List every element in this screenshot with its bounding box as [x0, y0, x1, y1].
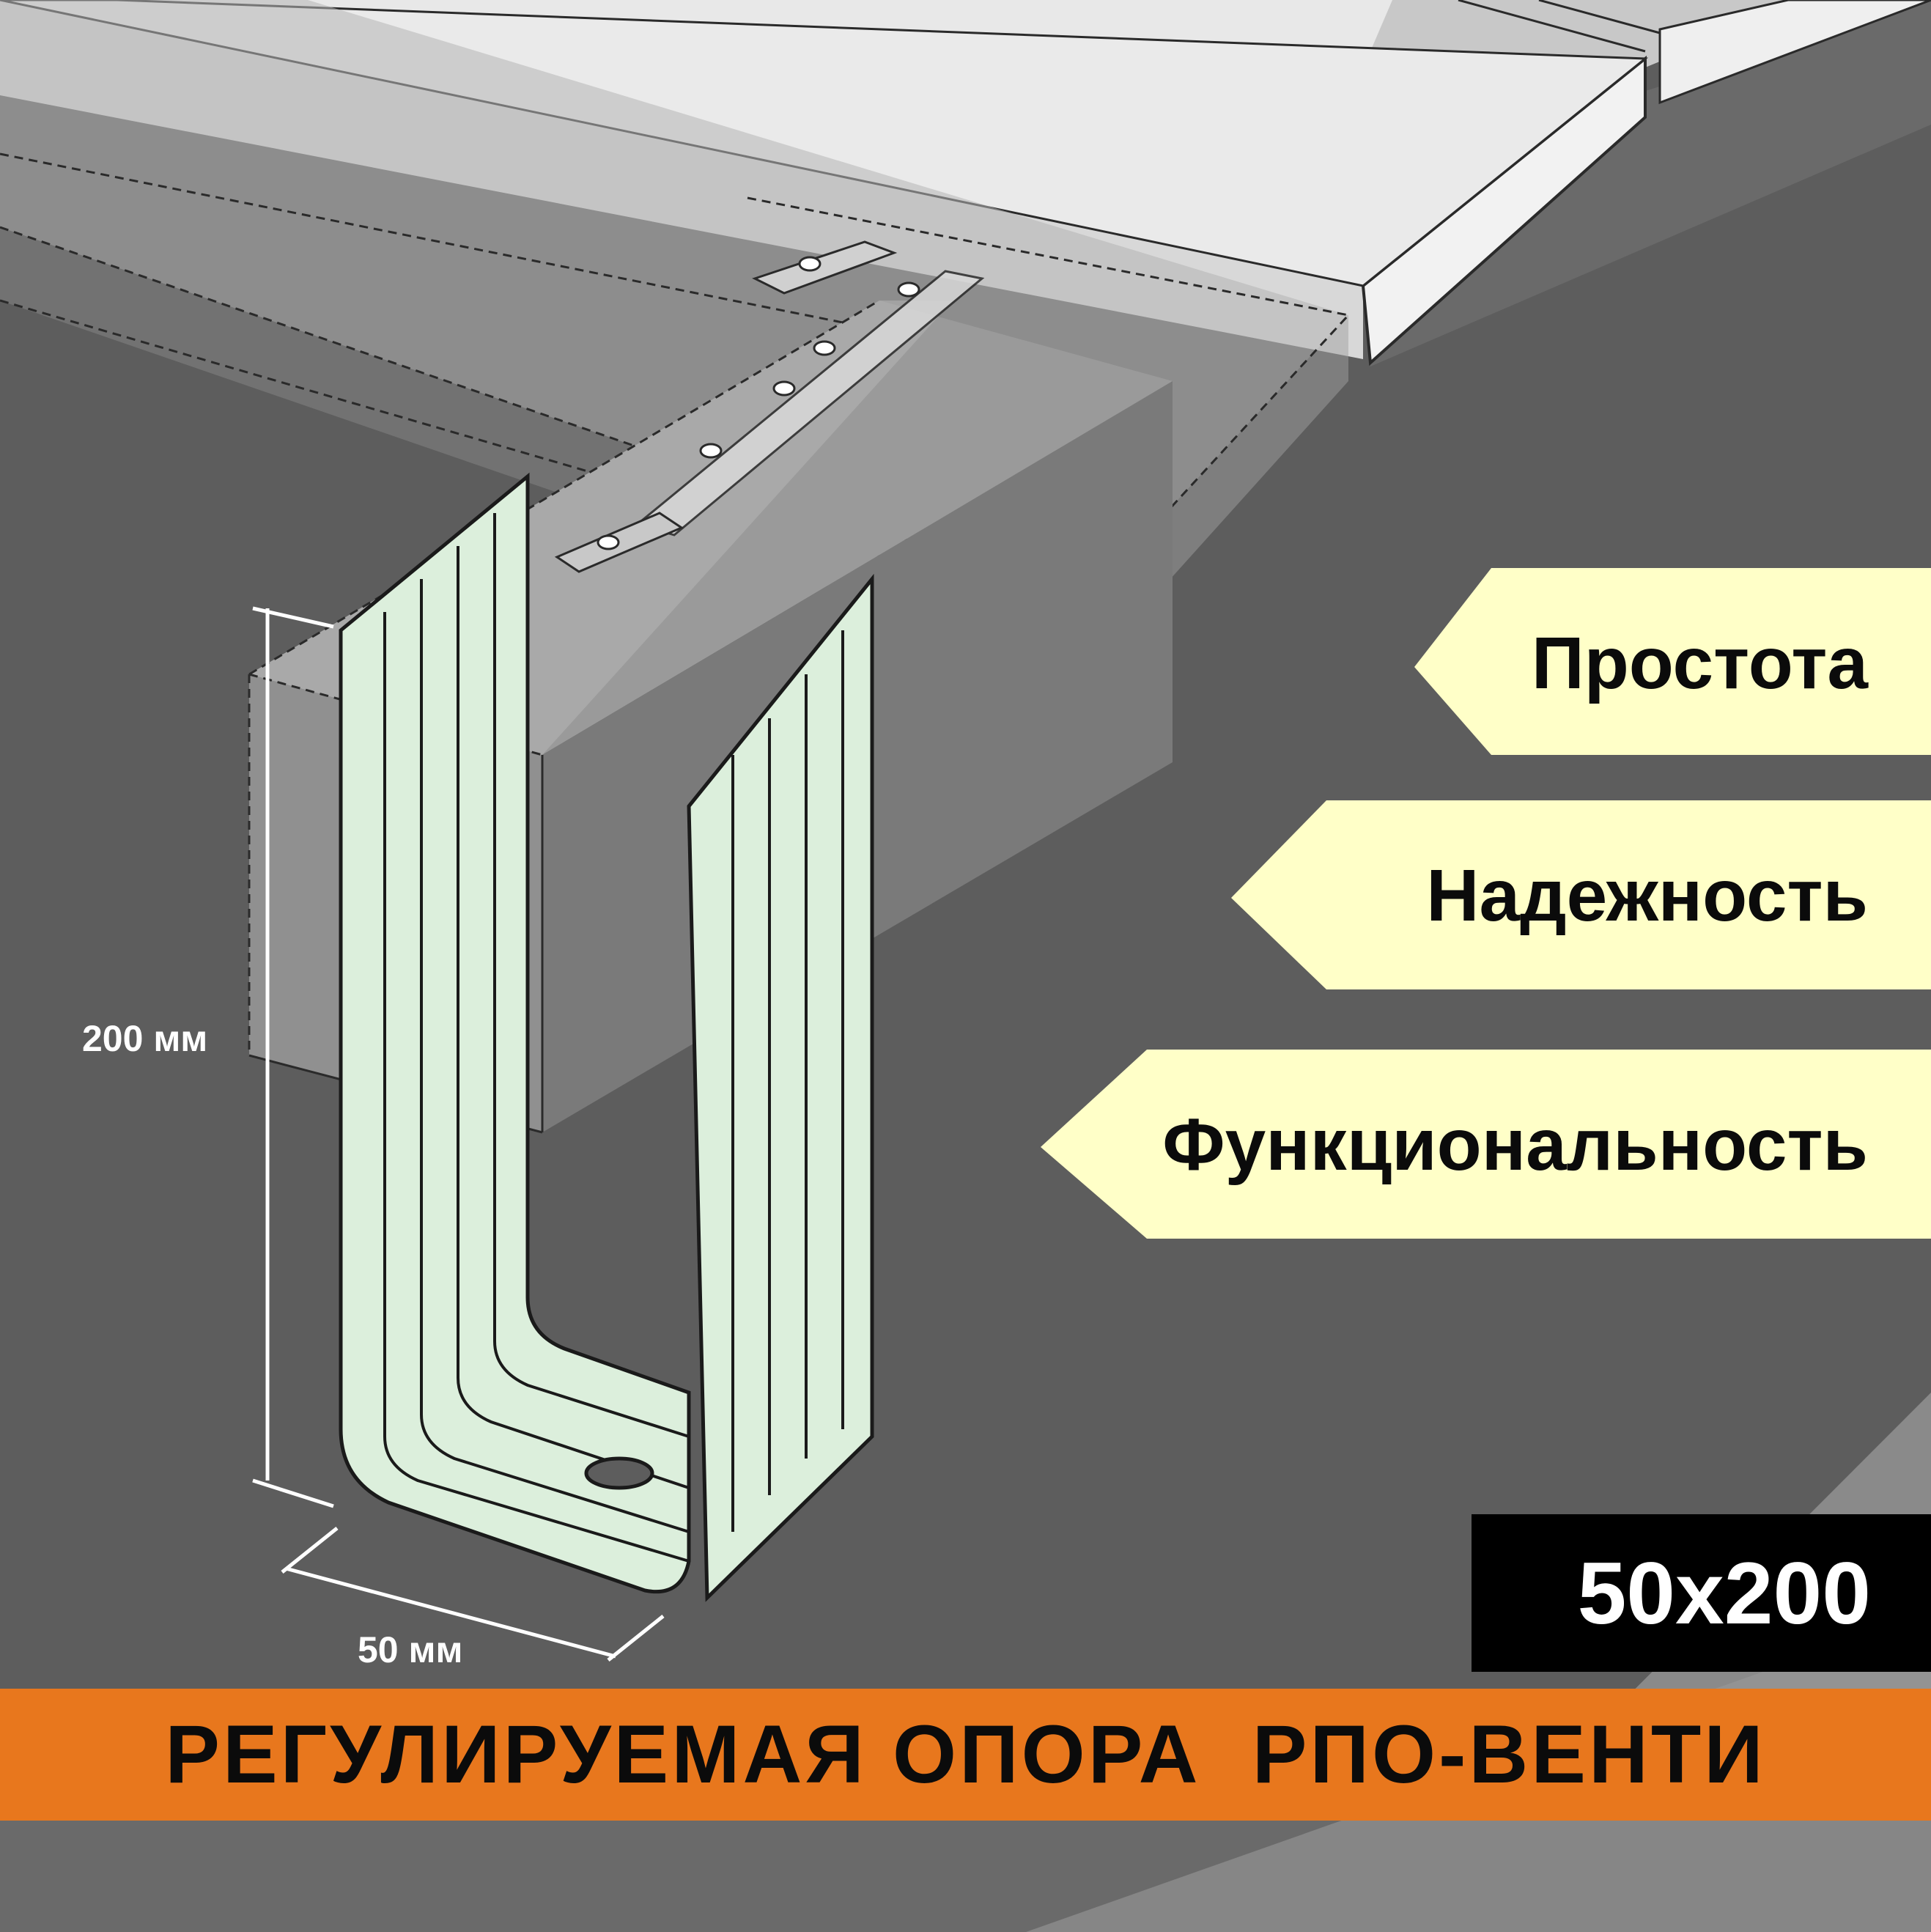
feature-tag-2: Надежность	[1426, 855, 1868, 937]
feature-tag-2-shape	[1231, 800, 1931, 989]
feature-tag-3: Функциональность	[1162, 1104, 1868, 1186]
bracket-right-flange	[687, 573, 874, 1602]
feature-tag-1-shape	[1414, 568, 1931, 755]
size-badge-text: 50x200	[1577, 1544, 1871, 1642]
floor-board-right	[1658, 0, 1931, 105]
title-banner: РЕГУЛИРУЕМАЯ ОПОРА РПО-ВЕНТИ	[0, 1689, 1931, 1821]
feature-tag-3-shape	[1041, 1050, 1931, 1239]
width-label: 50 мм	[358, 1629, 463, 1670]
floor-deck-dark	[1356, 0, 1931, 366]
height-label: 200 мм	[82, 1018, 208, 1059]
width-dimension-line	[285, 1566, 616, 1659]
bracket-body	[339, 472, 691, 1594]
strap-plate-top	[752, 240, 898, 295]
size-badge: 50x200	[1472, 1514, 1931, 1672]
bracket-hole	[584, 1456, 654, 1490]
banner-title: РЕГУЛИРУЕМАЯ ОПОРА РПО-ВЕНТИ	[165, 1708, 1766, 1800]
feature-tag-1: Простота	[1531, 622, 1868, 704]
